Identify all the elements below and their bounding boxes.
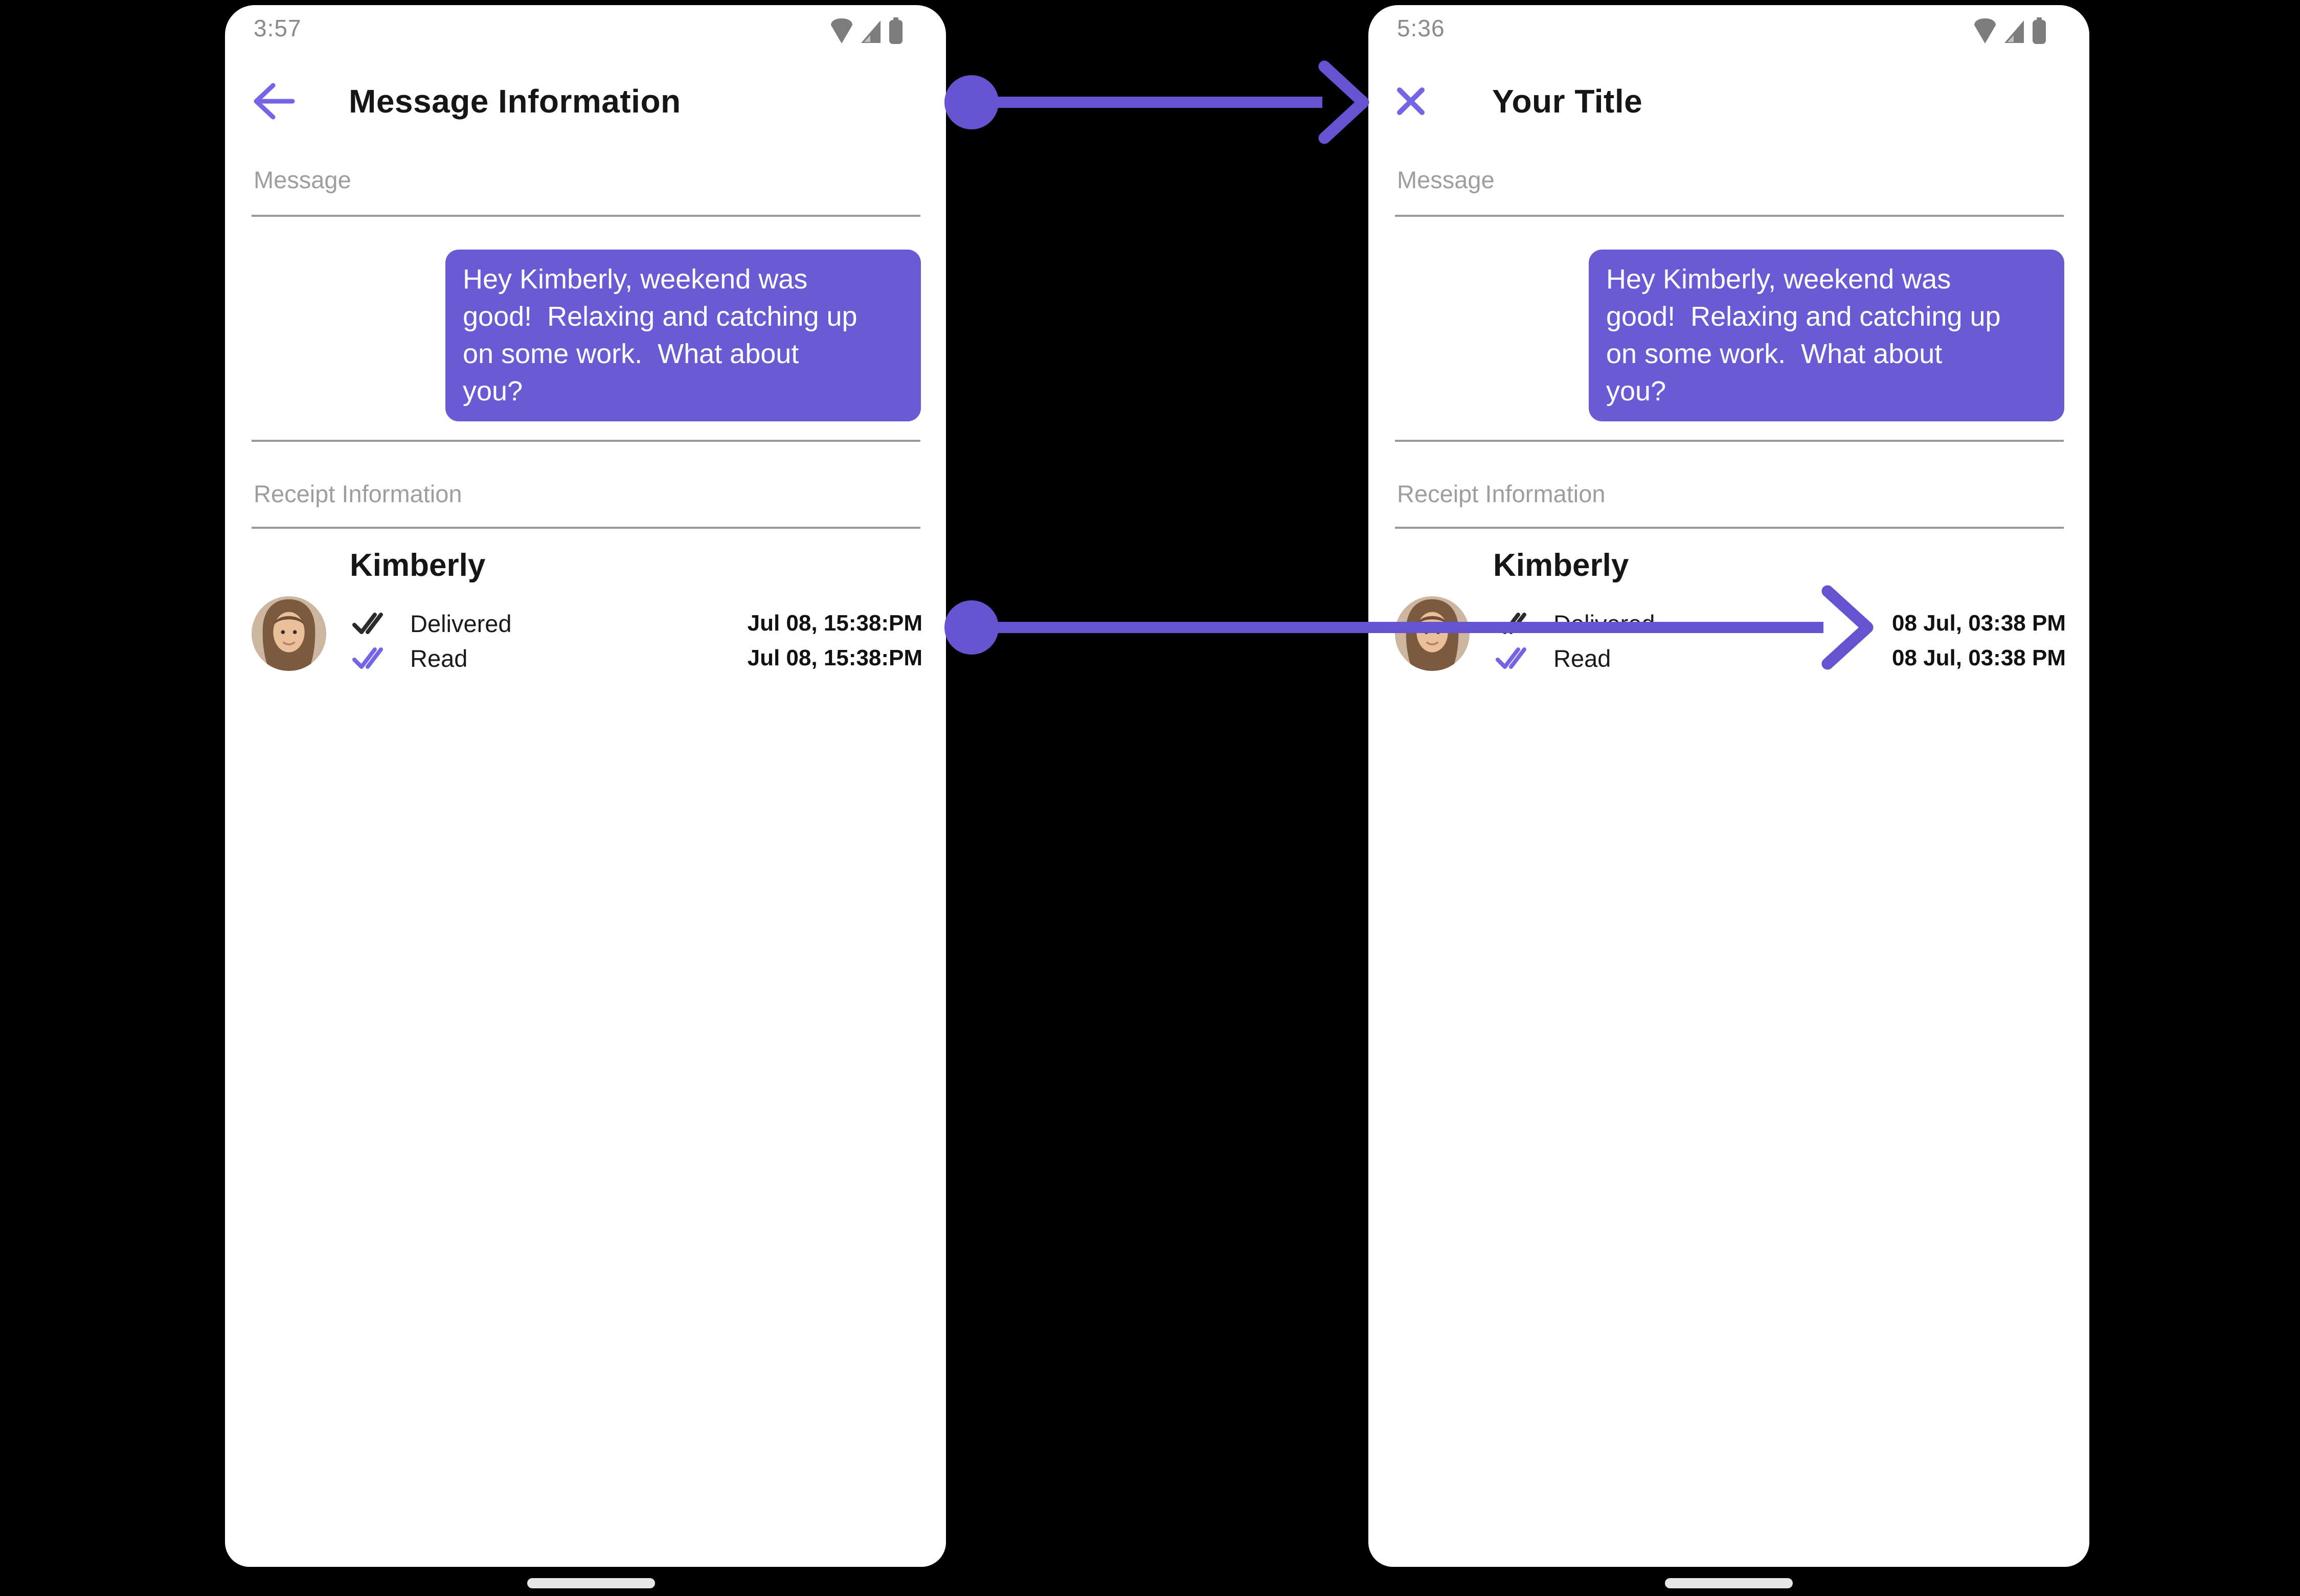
- status-time: 5:36: [1397, 15, 1445, 41]
- receipt-status-label: Delivered: [410, 610, 512, 637]
- receipt-section-label: Receipt Information: [254, 480, 462, 507]
- contact-name: Kimberly: [1493, 548, 1629, 583]
- wifi-icon: [1974, 18, 1996, 43]
- receipt-status-label: Read: [410, 644, 468, 672]
- battery-icon: [2033, 17, 2046, 44]
- double-check-icon: [1496, 613, 1526, 634]
- message-bubble: Hey Kimberly, weekend was good! Relaxing…: [1589, 250, 2064, 421]
- status-time: 3:57: [254, 15, 302, 41]
- double-check-icon: [352, 613, 383, 634]
- contact-name: Kimberly: [350, 548, 486, 583]
- cellular-signal-icon: [2004, 20, 2024, 43]
- status-icons: [830, 17, 903, 44]
- page-title: Your Title: [1492, 83, 1643, 120]
- divider: [252, 215, 920, 217]
- app-header: Your Title: [1368, 80, 2089, 123]
- page-title: Message Information: [349, 83, 681, 120]
- receipt-row-delivered: Delivered 08 Jul, 03:38 PM: [1495, 608, 2066, 639]
- app-header: Message Information: [225, 80, 946, 123]
- header-transform-arrow: [944, 60, 1369, 144]
- receipt-status-label: Read: [1553, 644, 1611, 672]
- receipt-row-delivered: Delivered Jul 08, 15:38:PM: [352, 608, 922, 639]
- receipt-row-read: Read 08 Jul, 03:38 PM: [1495, 642, 2066, 674]
- receipt-timestamp: 08 Jul, 03:38 PM: [1892, 645, 2066, 670]
- divider: [252, 527, 920, 529]
- receipt-section-label: Receipt Information: [1397, 480, 1606, 507]
- left-phone-screen: 3:57 Message Information Message Hey Kim…: [225, 5, 946, 1567]
- receipt-row-read: Read Jul 08, 15:38:PM: [352, 642, 922, 674]
- receipt-status-label: Delivered: [1553, 610, 1655, 637]
- message-section-label: Message: [254, 166, 351, 193]
- back-arrow-icon[interactable]: [252, 79, 296, 123]
- divider: [1395, 215, 2064, 217]
- home-indicator[interactable]: [1665, 1578, 1793, 1588]
- right-phone-screen: 5:36 Your Title Message Hey Kimberly, we…: [1368, 5, 2089, 1567]
- divider: [252, 440, 920, 442]
- avatar: [1395, 596, 1470, 671]
- avatar: [252, 596, 326, 671]
- cellular-signal-icon: [861, 20, 881, 43]
- divider: [1395, 527, 2064, 529]
- receipt-timestamp: Jul 08, 15:38:PM: [747, 611, 922, 636]
- receipt-timestamp: 08 Jul, 03:38 PM: [1892, 611, 2066, 636]
- receipt-timestamp: Jul 08, 15:38:PM: [747, 645, 922, 670]
- home-indicator[interactable]: [527, 1578, 655, 1588]
- message-bubble: Hey Kimberly, weekend was good! Relaxing…: [445, 250, 921, 421]
- wifi-icon: [831, 18, 852, 43]
- message-section-label: Message: [1397, 166, 1495, 193]
- battery-icon: [889, 17, 903, 44]
- double-check-icon: [352, 647, 383, 669]
- divider: [1395, 440, 2064, 442]
- status-icons: [1974, 17, 2046, 44]
- double-check-icon: [1496, 647, 1526, 669]
- close-icon[interactable]: [1395, 85, 1427, 117]
